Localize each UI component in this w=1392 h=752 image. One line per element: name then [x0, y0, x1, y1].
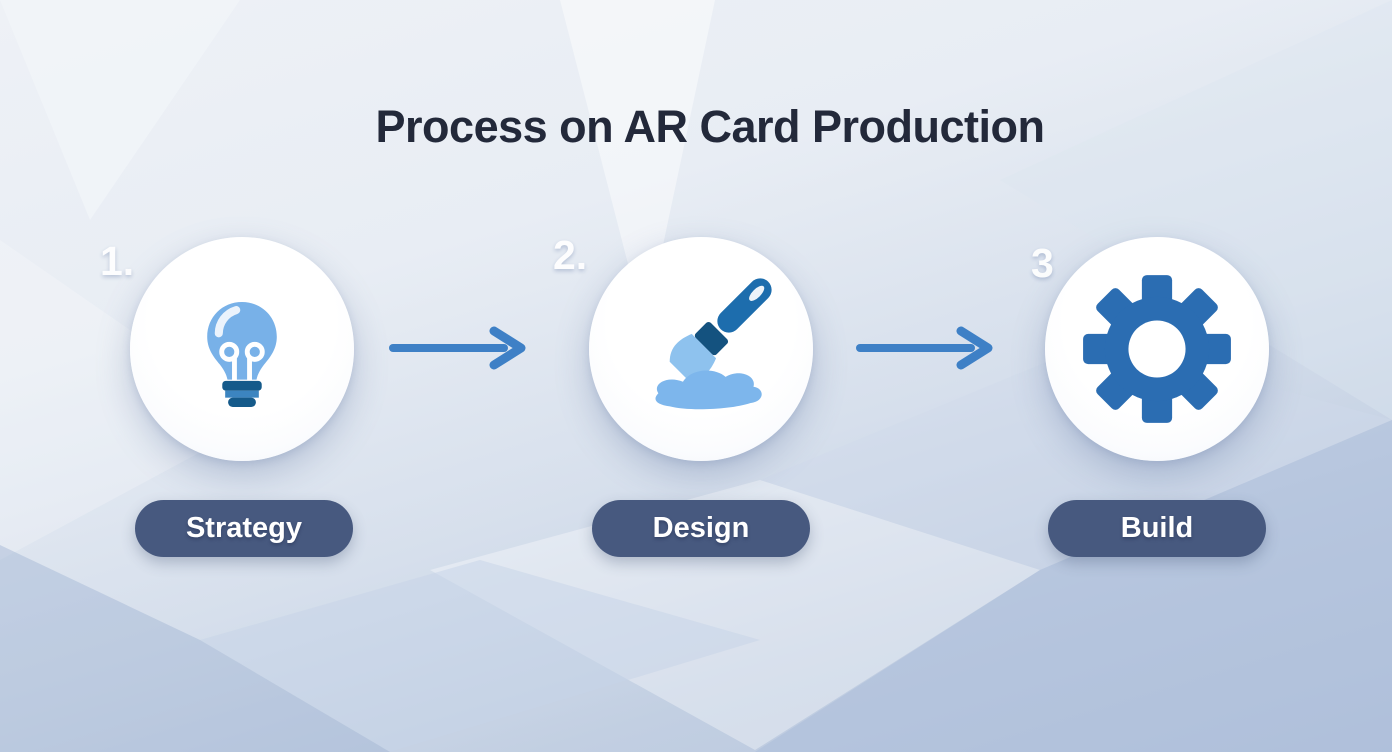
- lightbulb-icon: [207, 301, 277, 407]
- step-icon-circle-strategy: [130, 237, 354, 461]
- step-number-2: 2.: [553, 232, 588, 278]
- arrow-right-icon: [856, 326, 993, 370]
- step-label-pill-build: Build: [1048, 500, 1266, 557]
- step-label-pill-strategy: Strategy: [135, 500, 353, 557]
- step-label: Build: [1120, 512, 1194, 544]
- step-label: Strategy: [185, 512, 303, 544]
- step-label: Design: [652, 512, 750, 544]
- step-label-pill-design: Design: [592, 500, 810, 557]
- step-number-3: 3: [1031, 240, 1054, 286]
- step-icon-circle-build: [1045, 237, 1269, 461]
- gear-icon: [1083, 275, 1231, 423]
- step-icon-circle-design: [589, 237, 813, 461]
- arrow-right-icon: [389, 326, 526, 370]
- step-number-1: 1.: [100, 238, 135, 284]
- page-title: Process on AR Card Production: [375, 101, 1045, 152]
- paintbrush-icon: [655, 278, 772, 410]
